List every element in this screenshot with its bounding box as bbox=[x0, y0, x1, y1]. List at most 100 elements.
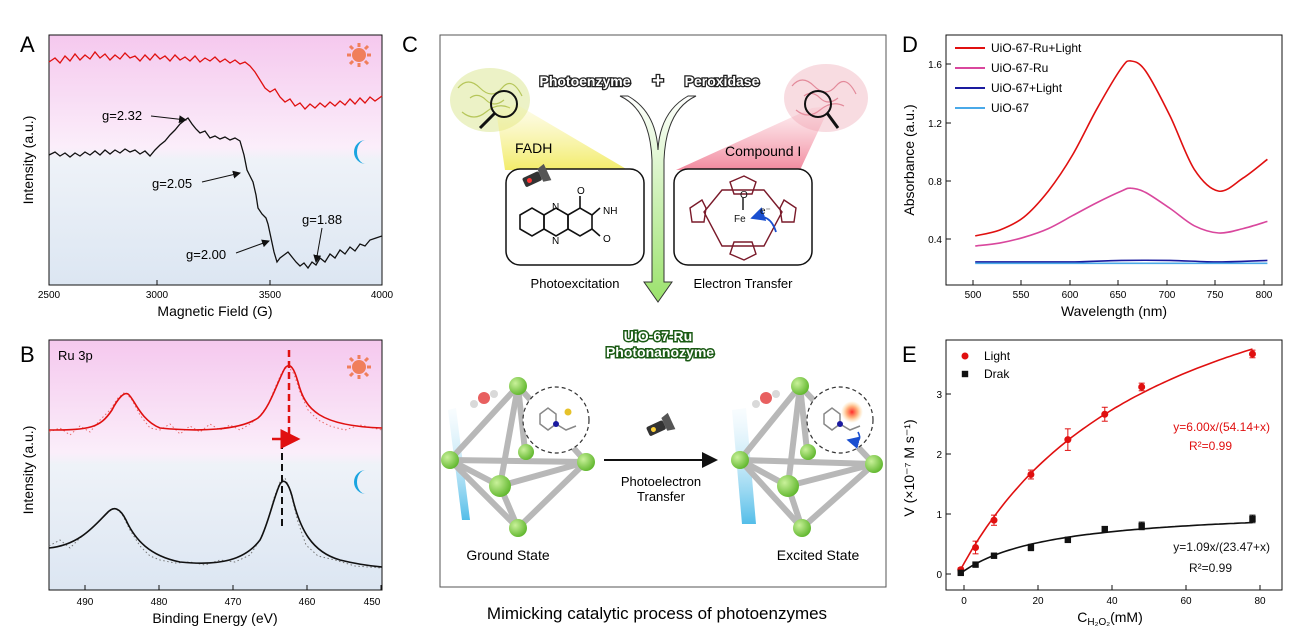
light-fit-r2: R²=0.99 bbox=[1189, 439, 1232, 453]
data-point bbox=[1248, 350, 1256, 358]
e-ylabel: V (×10⁻⁷ M s⁻¹) bbox=[901, 419, 917, 516]
compound-i-label: Compound I bbox=[725, 143, 801, 159]
data-point bbox=[1101, 410, 1109, 418]
photoenzyme-label: Photoenzyme bbox=[539, 73, 630, 89]
flavin-box bbox=[505, 168, 645, 266]
b-xtick: 460 bbox=[299, 597, 316, 608]
d-ytick: 0.4 bbox=[928, 235, 942, 246]
e-xtick: 60 bbox=[1180, 596, 1192, 607]
transfer-label: Transfer bbox=[637, 489, 686, 504]
g-2-32-label: g=2.32 bbox=[102, 108, 142, 123]
flavin-n: N bbox=[552, 236, 559, 247]
sun-icon bbox=[347, 355, 371, 379]
a-xtick: 4000 bbox=[371, 290, 394, 301]
d-xtick: 700 bbox=[1159, 290, 1176, 301]
heme-electron: e⁻ bbox=[760, 206, 771, 217]
xps-dark-fit bbox=[48, 480, 383, 568]
flashlight-icon bbox=[646, 412, 676, 436]
d-xtick: 750 bbox=[1207, 290, 1224, 301]
panel-letter-e: E bbox=[902, 342, 917, 367]
data-point bbox=[957, 569, 964, 577]
d-ytick: 0.8 bbox=[928, 177, 942, 188]
kinetics-marks bbox=[957, 348, 1256, 577]
data-point bbox=[1064, 436, 1072, 444]
kinetics-plot-area bbox=[945, 339, 1283, 591]
e-ytick: 2 bbox=[936, 450, 942, 461]
data-point bbox=[990, 552, 998, 559]
funnel-arrow bbox=[619, 95, 697, 303]
magnifier-icon bbox=[478, 90, 518, 130]
panel-c: C Photoenzyme + Peroxidase FADH Compound bbox=[402, 32, 887, 623]
e-xtick: 40 bbox=[1106, 596, 1118, 607]
data-point bbox=[1138, 383, 1146, 391]
panel-letter-b: B bbox=[20, 342, 35, 367]
e-ytick: 3 bbox=[936, 390, 942, 401]
a-xtick: 3000 bbox=[146, 290, 169, 301]
d-xlabel: Wavelength (nm) bbox=[1061, 303, 1167, 319]
series-line-1 bbox=[975, 187, 1268, 247]
series-line-0 bbox=[975, 60, 1268, 237]
panel-d: D UiO-67-Ru+LightUiO-67-RuUiO-67+LightUi… bbox=[901, 32, 1283, 319]
data-point bbox=[1064, 536, 1072, 544]
data-point bbox=[1101, 525, 1108, 533]
uvvis-marks bbox=[975, 60, 1268, 265]
data-point bbox=[990, 516, 998, 524]
nanozyme-title: UiO-67-Ru bbox=[624, 328, 692, 344]
excited-state-cluster bbox=[731, 377, 883, 537]
excited-state-label: Excited State bbox=[777, 547, 860, 563]
b-xtick: 490 bbox=[77, 597, 94, 608]
flavin-o-bottom: O bbox=[603, 234, 611, 245]
d-ylabel: Absorbance (a.u.) bbox=[901, 104, 917, 215]
a-xtick: 2500 bbox=[38, 290, 61, 301]
d-ytick: 1.2 bbox=[928, 119, 942, 130]
data-point bbox=[1027, 471, 1035, 479]
electron-transfer-label: Electron Transfer bbox=[694, 276, 794, 291]
data-point bbox=[1249, 515, 1256, 523]
e-xtick: 80 bbox=[1254, 596, 1266, 607]
xps-light-fit bbox=[48, 364, 383, 431]
g-1-88-label: g=1.88 bbox=[302, 212, 342, 227]
moon-icon bbox=[354, 140, 366, 164]
dark-fit-equation: y=1.09x/(23.47+x) bbox=[1173, 540, 1270, 554]
d-xtick: 550 bbox=[1013, 290, 1030, 301]
e-ytick: 0 bbox=[936, 570, 942, 581]
heme-molecule bbox=[689, 175, 797, 261]
nanozyme-subtitle: Photonanozyme bbox=[606, 344, 714, 360]
g-2-05-label: g=2.05 bbox=[152, 176, 192, 191]
ru-3p-tag: Ru 3p bbox=[58, 348, 93, 363]
fadh-spotlight bbox=[496, 104, 628, 170]
e-xtick: 20 bbox=[1032, 596, 1044, 607]
epr-light-trace bbox=[48, 50, 383, 110]
legend-label: Light bbox=[984, 349, 1011, 363]
sun-icon bbox=[347, 43, 371, 67]
d-xtick: 650 bbox=[1110, 290, 1127, 301]
scheme-caption: Mimicking catalytic process of photoenzy… bbox=[487, 604, 827, 623]
xps-plot-area bbox=[48, 339, 383, 591]
e-xlabel: CH₂O₂(mM) bbox=[1077, 609, 1143, 628]
light-fit-equation: y=6.00x/(54.14+x) bbox=[1173, 420, 1270, 434]
heme-box bbox=[673, 168, 813, 266]
b-xlabel: Binding Energy (eV) bbox=[152, 610, 277, 626]
panel-a: A g=2.32 g=2.05 g=2.00 g=1.88 bbox=[20, 32, 394, 319]
flavin-nh: NH bbox=[603, 206, 617, 217]
e-xtick: 0 bbox=[961, 596, 967, 607]
d-xtick: 800 bbox=[1256, 290, 1273, 301]
panel-letter-a: A bbox=[20, 32, 35, 57]
legend-marker bbox=[961, 370, 969, 378]
a-ylabel: Intensity (a.u.) bbox=[20, 116, 36, 205]
dark-fit-r2: R²=0.99 bbox=[1189, 561, 1232, 575]
data-point bbox=[972, 543, 980, 551]
magnifier-icon bbox=[804, 90, 840, 129]
d-xtick: 600 bbox=[1062, 290, 1079, 301]
series-line-2 bbox=[975, 259, 1268, 263]
photoexcitation-label: Photoexcitation bbox=[531, 276, 620, 291]
ground-state-cluster bbox=[441, 377, 595, 537]
legend-label: UiO-67-Ru+Light bbox=[991, 41, 1082, 55]
legend-label: UiO-67-Ru bbox=[991, 61, 1048, 75]
a-xlabel: Magnetic Field (G) bbox=[157, 303, 272, 319]
heme-o: O bbox=[740, 190, 748, 201]
peroxidase-label: Peroxidase bbox=[685, 73, 760, 89]
